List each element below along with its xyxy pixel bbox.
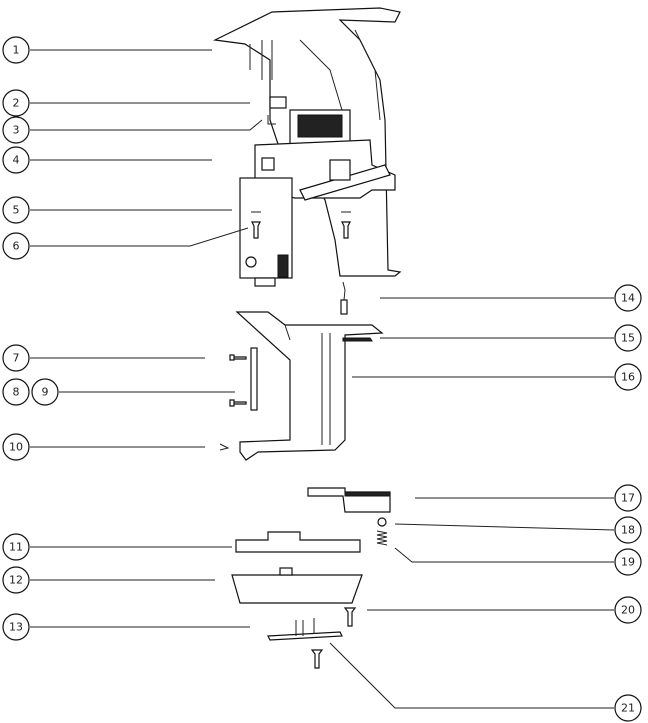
leader-lines — [30, 49, 615, 709]
part-3-bracket — [267, 115, 276, 125]
svg-text:14: 14 — [621, 292, 635, 305]
callout-18: 18 — [614, 516, 642, 544]
part-7-screws — [229, 354, 247, 407]
part-9-plate — [250, 347, 258, 411]
callout-11: 11 — [2, 533, 30, 561]
callout-19: 19 — [614, 548, 642, 576]
part-5-housing — [239, 177, 293, 287]
svg-text:1: 1 — [13, 44, 20, 57]
svg-text:11: 11 — [9, 541, 23, 554]
callout-4: 4 — [2, 146, 30, 174]
part-14-pin — [340, 281, 348, 315]
part-10-clip — [219, 443, 230, 451]
callout-17: 17 — [614, 484, 642, 512]
part-21-screw — [310, 649, 324, 669]
callout-2: 2 — [2, 89, 30, 117]
callout-6: 6 — [2, 232, 30, 260]
part-6-screws — [251, 211, 351, 239]
svg-text:10: 10 — [9, 441, 23, 454]
svg-text:8: 8 — [13, 386, 20, 399]
callout-20: 20 — [614, 596, 642, 624]
svg-text:4: 4 — [13, 154, 20, 167]
callout-10: 10 — [2, 433, 30, 461]
svg-text:9: 9 — [42, 386, 49, 399]
callout-15: 15 — [614, 324, 642, 352]
svg-text:12: 12 — [9, 574, 23, 587]
svg-text:21: 21 — [621, 702, 635, 715]
svg-text:16: 16 — [621, 371, 635, 384]
svg-text:2: 2 — [13, 97, 20, 110]
svg-text:13: 13 — [9, 621, 23, 634]
part-2-small-block — [269, 96, 287, 109]
callout-8: 8 — [2, 378, 30, 406]
svg-text:18: 18 — [621, 524, 635, 537]
part-16-frame — [235, 311, 384, 461]
svg-text:19: 19 — [621, 556, 635, 569]
callout-7: 7 — [2, 344, 30, 372]
svg-text:20: 20 — [621, 604, 635, 617]
part-13-foot — [267, 618, 343, 641]
callout-1: 1 — [2, 36, 30, 64]
svg-text:17: 17 — [621, 492, 635, 505]
callout-12: 12 — [2, 566, 30, 594]
svg-text:7: 7 — [13, 352, 20, 365]
part-17-cap — [307, 487, 391, 513]
callout-9: 9 — [31, 378, 59, 406]
part-11-base-plate — [235, 531, 361, 553]
part-15-gasket — [342, 337, 373, 342]
part-12-base — [231, 567, 363, 604]
svg-text:5: 5 — [13, 204, 20, 217]
callout-21: 21 — [614, 694, 642, 722]
callout-13: 13 — [2, 613, 30, 641]
part-18-ball — [377, 517, 387, 527]
part-19-spring — [376, 530, 388, 546]
svg-text:15: 15 — [621, 332, 635, 345]
svg-text:3: 3 — [13, 124, 20, 137]
callout-3: 3 — [2, 116, 30, 144]
part-20-screw — [343, 607, 357, 627]
callout-16: 16 — [614, 363, 642, 391]
callout-5: 5 — [2, 196, 30, 224]
svg-text:6: 6 — [13, 240, 20, 253]
callout-14: 14 — [614, 284, 642, 312]
